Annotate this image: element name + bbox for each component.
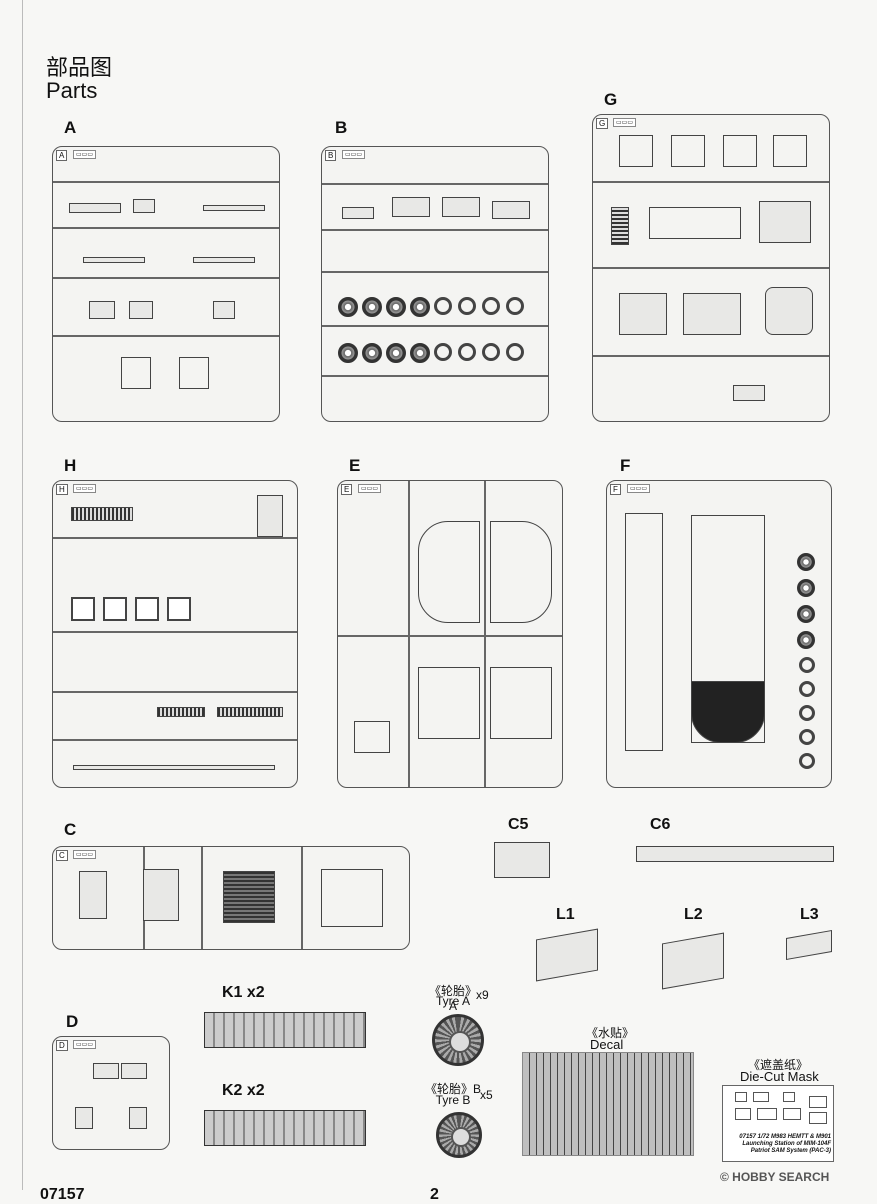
- decal-label-en: Decal: [590, 1037, 624, 1052]
- mask-label-en: Die-Cut Mask: [740, 1069, 819, 1084]
- sprue-label-h: H: [64, 456, 77, 475]
- part-label-c5: C5: [508, 816, 529, 833]
- tyre-a-label-cn: 《轮胎》A: [428, 984, 477, 1013]
- part-c5: [494, 842, 550, 878]
- sprue-tag-h: H: [56, 484, 68, 495]
- part-k2: [204, 1110, 366, 1146]
- part-label-k1: K1 x2: [222, 984, 265, 1001]
- tyre-a-label-en: Tyre A: [435, 994, 470, 1008]
- tyre-a-qty: x9: [476, 988, 489, 1002]
- sprue-h: H ▭▭▭: [52, 480, 298, 788]
- page-number: 2: [430, 1186, 439, 1203]
- part-label-k2: K2 x2: [222, 1082, 265, 1099]
- part-c6: [636, 846, 834, 862]
- sprue-code-b: ▭▭▭: [342, 150, 366, 159]
- tyre-b: [436, 1112, 482, 1158]
- part-label-c6: C6: [650, 816, 671, 833]
- sprue-a: A ▭▭▭: [52, 146, 280, 422]
- part-label-l3: L3: [800, 906, 819, 923]
- tyre-a: [432, 1014, 484, 1066]
- sprue-c: C ▭▭▭: [52, 846, 410, 950]
- sprue-code-f: ▭▭▭: [627, 484, 651, 493]
- sprue-code-c: ▭▭▭: [73, 850, 97, 859]
- sprue-b: B ▭▭▭: [321, 146, 549, 422]
- sprue-code-g: ▭▭▭: [613, 118, 637, 127]
- sprue-code-e: ▭▭▭: [358, 484, 382, 493]
- watermark: © HOBBY SEARCH: [720, 1170, 830, 1184]
- page-border: [22, 0, 877, 1190]
- sprue-code-d: ▭▭▭: [73, 1040, 97, 1049]
- sprue-f: F ▭▭▭: [606, 480, 832, 788]
- tyre-b-label-cn: 《轮胎》B: [424, 1082, 481, 1096]
- sprue-tag-b: B: [325, 150, 337, 161]
- sprue-g: G ▭▭▭: [592, 114, 830, 422]
- page-title-cn: 部品图: [46, 56, 113, 81]
- sprue-tag-d: D: [56, 1040, 68, 1051]
- decal-label-cn: 《水贴》: [586, 1026, 635, 1040]
- sprue-label-f: F: [620, 456, 631, 475]
- sprue-label-a: A: [64, 118, 77, 137]
- tyre-b-qty: x5: [480, 1088, 493, 1102]
- sprue-label-c: C: [64, 820, 77, 839]
- decal-sheet: [522, 1052, 694, 1156]
- product-code: 07157: [40, 1186, 85, 1203]
- sprue-label-e: E: [349, 456, 361, 475]
- sprue-tag-f: F: [610, 484, 621, 495]
- sprue-tag-a: A: [56, 150, 68, 161]
- part-label-l2: L2: [684, 906, 703, 923]
- sprue-tag-c: C: [56, 850, 68, 861]
- sprue-e: E ▭▭▭: [337, 480, 563, 788]
- sprue-label-g: G: [604, 90, 618, 109]
- sprue-d: D ▭▭▭: [52, 1036, 170, 1150]
- sprue-code-a: ▭▭▭: [73, 150, 97, 159]
- sprue-label-d: D: [66, 1012, 79, 1031]
- mask-label-cn: 《遮盖纸》: [748, 1058, 809, 1072]
- sprue-code-h: ▭▭▭: [73, 484, 97, 493]
- sprue-tag-g: G: [596, 118, 609, 129]
- mask-caption: 07157 1/72 M983 HEMTT & M901 Launching S…: [739, 1134, 831, 1154]
- die-cut-mask: 07157 1/72 M983 HEMTT & M901 Launching S…: [722, 1085, 834, 1162]
- tyre-b-label-en: Tyre B: [435, 1093, 471, 1107]
- page-title-en: Parts: [46, 78, 98, 103]
- part-k1: [204, 1012, 366, 1048]
- part-label-l1: L1: [556, 906, 575, 923]
- sprue-label-b: B: [335, 118, 348, 137]
- sprue-tag-e: E: [341, 484, 353, 495]
